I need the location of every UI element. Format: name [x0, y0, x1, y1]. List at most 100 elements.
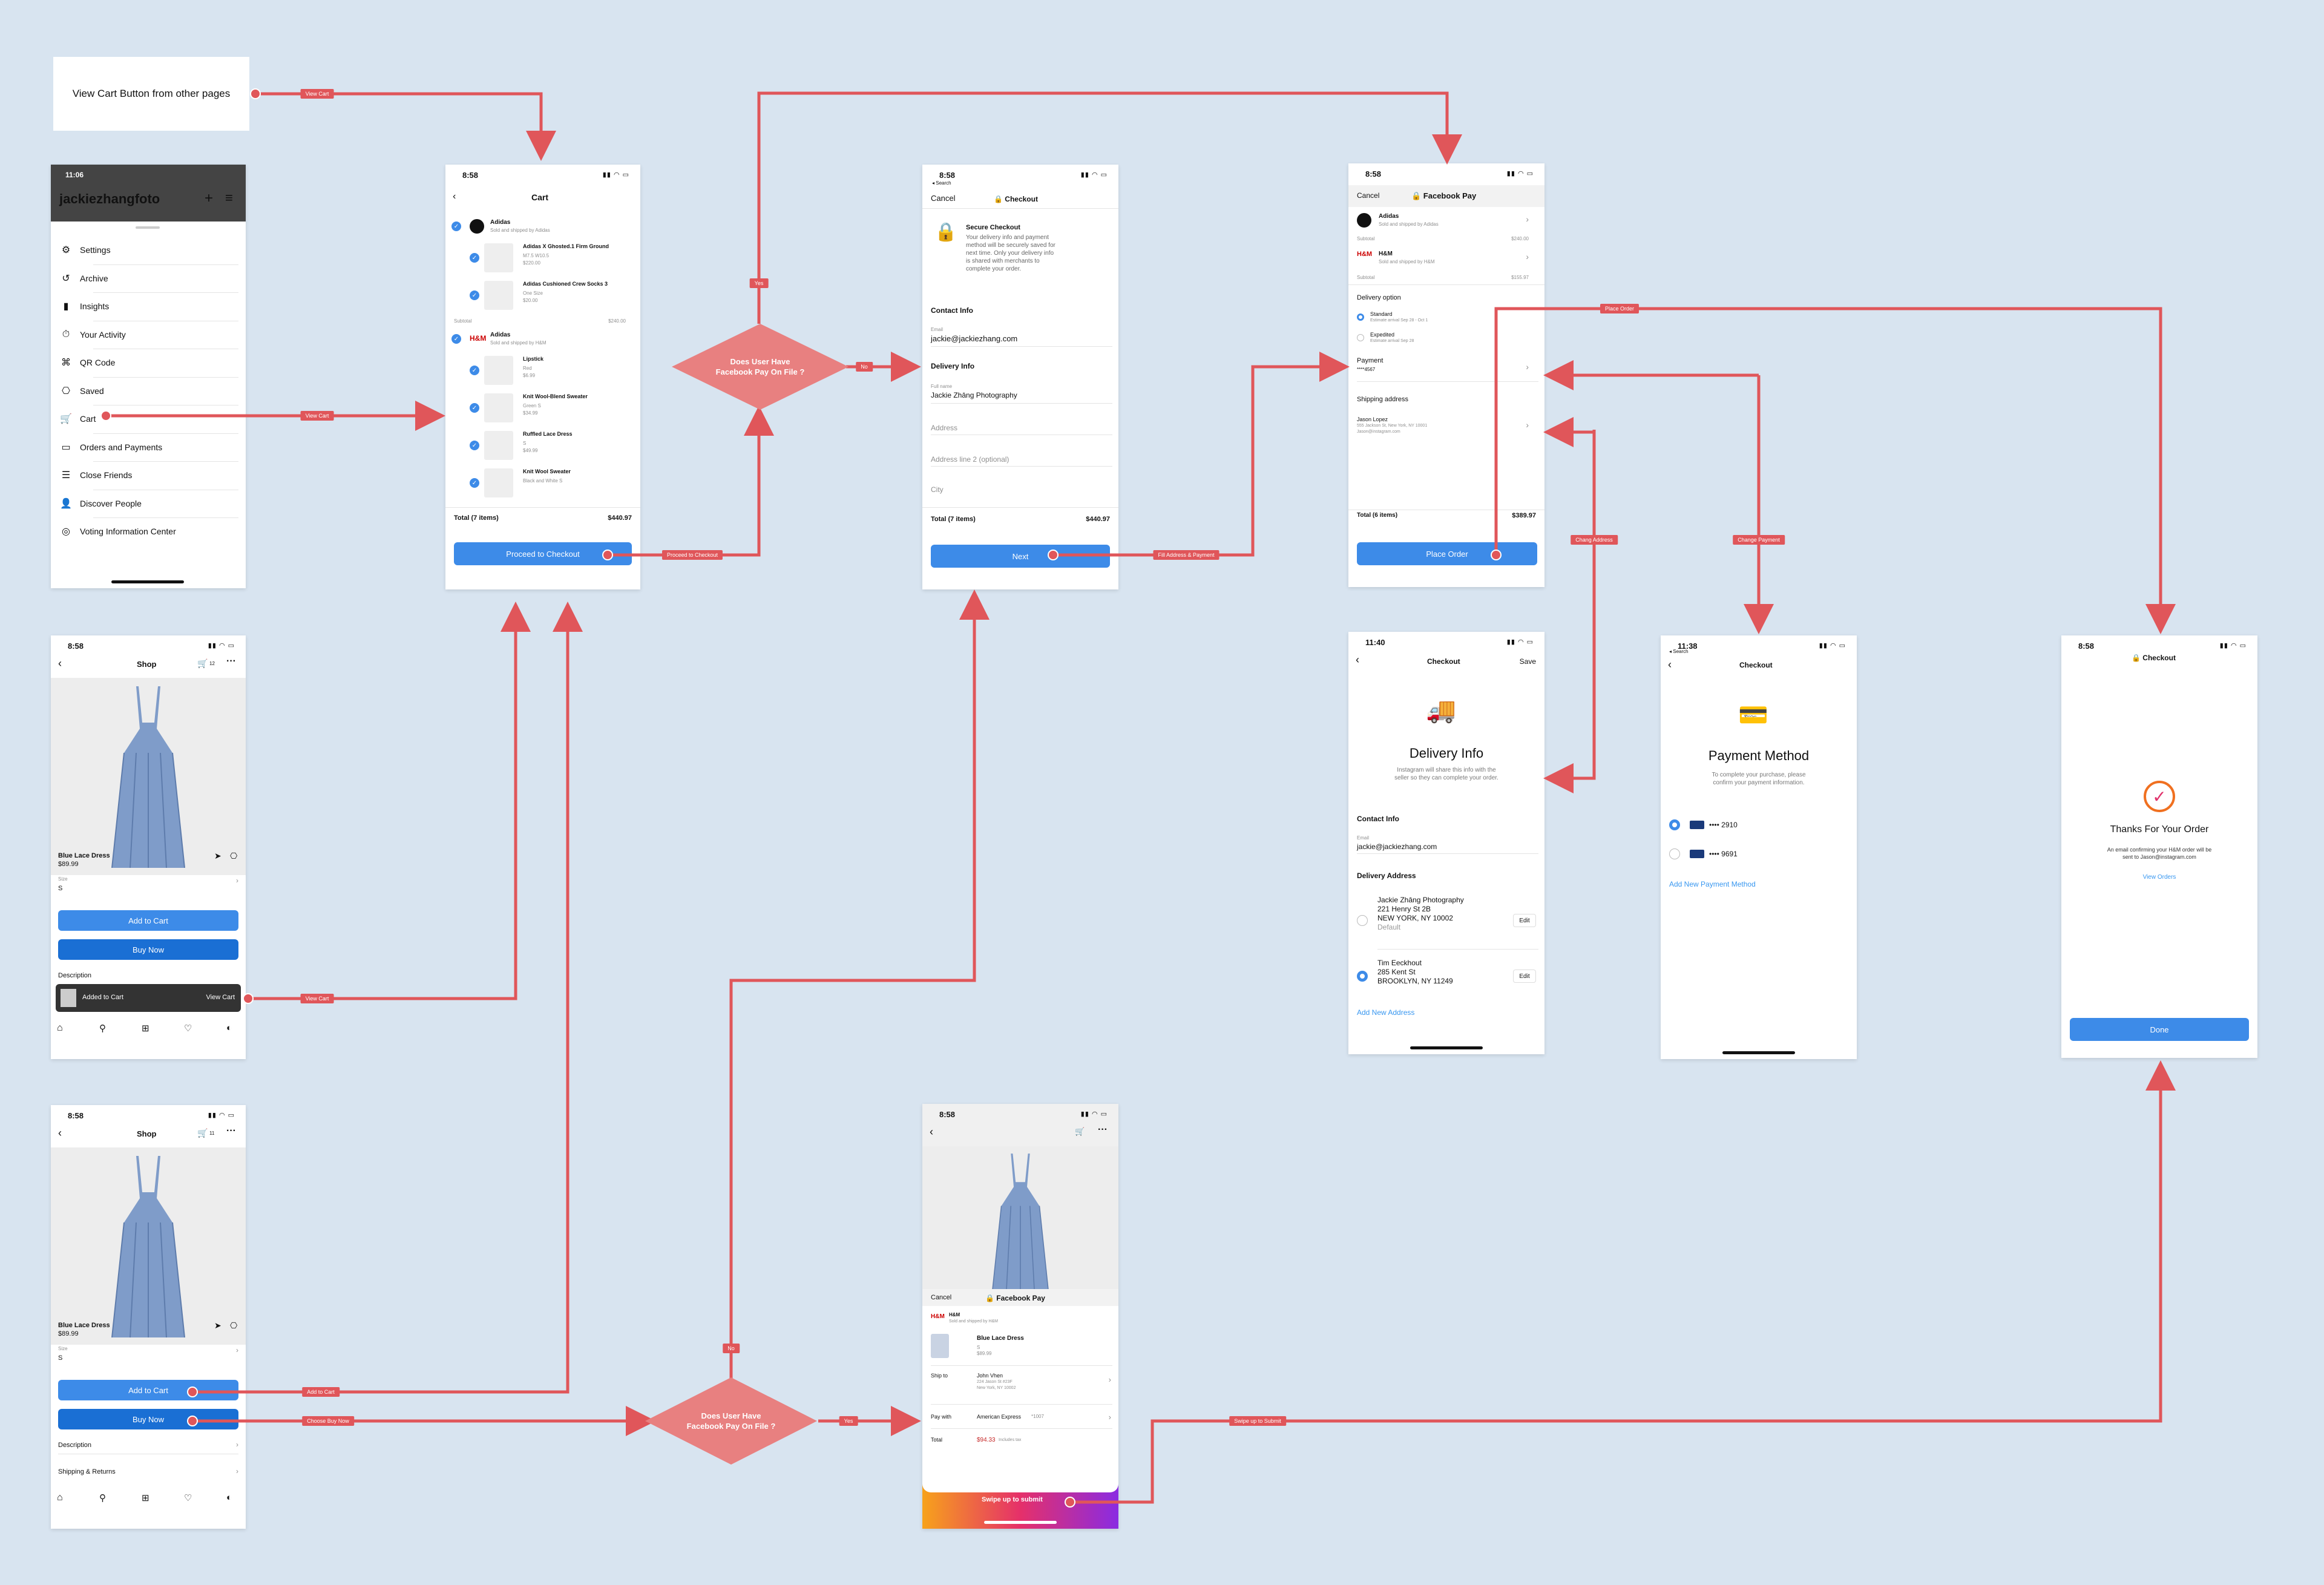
item-checkbox[interactable]: ✓ — [470, 478, 479, 488]
next-button[interactable]: Next — [931, 545, 1110, 568]
description-row[interactable]: Description — [58, 972, 92, 979]
card-radio[interactable] — [1669, 848, 1680, 859]
add-payment-method-link[interactable]: Add New Payment Method — [1669, 880, 1756, 888]
cart-icon[interactable]: 🛒 — [197, 658, 208, 668]
place-order-button[interactable]: Place Order — [1357, 542, 1537, 565]
add-to-cart-button[interactable]: Add to Cart — [58, 910, 238, 931]
address2-field[interactable]: Address line 2 (optional) — [931, 455, 1009, 464]
share-icon[interactable]: ➤ — [214, 1321, 222, 1330]
back-icon[interactable]: ‹ — [58, 1127, 62, 1139]
menu-item[interactable]: 👤Discover People — [58, 490, 240, 517]
item-checkbox[interactable]: ✓ — [470, 441, 479, 450]
address-field[interactable]: Address — [931, 424, 958, 432]
share-icon[interactable]: ➤ — [214, 851, 222, 861]
seller-checkbox[interactable]: ✓ — [451, 222, 461, 231]
city-field[interactable]: City — [931, 485, 944, 494]
seller-checkbox[interactable]: ✓ — [451, 334, 461, 344]
swipe-up-label[interactable]: Swipe up to submit — [982, 1496, 1043, 1503]
more-icon[interactable]: ··· — [1098, 1124, 1108, 1135]
bookmark-icon[interactable]: ⎔ — [230, 851, 238, 861]
cancel-link[interactable]: Cancel — [931, 1294, 952, 1301]
add-post-icon[interactable]: ⊞ — [142, 1493, 149, 1503]
item-checkbox[interactable]: ✓ — [470, 403, 479, 413]
more-icon[interactable]: ··· — [226, 656, 236, 666]
profile-icon[interactable]: ◐ — [226, 1023, 232, 1033]
profile-icon[interactable]: ◐ — [226, 1492, 232, 1503]
heart-icon[interactable]: ♡ — [184, 1493, 192, 1503]
chevron-right-icon[interactable]: › — [1526, 252, 1529, 261]
chevron-right-icon[interactable]: › — [1526, 420, 1529, 430]
description-row[interactable]: Description — [58, 1442, 92, 1449]
menu-item[interactable]: 🛒Cart — [58, 405, 240, 433]
cart-icon[interactable]: 🛒 — [1075, 1127, 1085, 1136]
back-icon[interactable]: ‹ — [58, 657, 62, 669]
status-search[interactable]: ◂ Search — [932, 180, 951, 186]
add-post-icon[interactable]: ⊞ — [142, 1023, 149, 1034]
menu-item[interactable]: ▮Insights — [58, 292, 240, 320]
save-button[interactable]: Save — [1519, 657, 1536, 666]
card-radio-selected[interactable] — [1669, 819, 1680, 830]
edit-button[interactable]: Edit — [1513, 914, 1536, 927]
email-field[interactable]: jackie@jackiezhang.com — [1357, 842, 1437, 851]
chevron-right-icon[interactable]: › — [236, 1346, 238, 1354]
chevron-right-icon[interactable]: › — [1526, 214, 1529, 224]
item-checkbox[interactable]: ✓ — [470, 290, 479, 300]
back-icon[interactable]: ‹ — [453, 191, 456, 202]
back-icon[interactable]: ‹ — [1668, 658, 1672, 671]
status-search[interactable]: ◂ Search — [1669, 649, 1689, 654]
back-icon[interactable]: ‹ — [1356, 654, 1359, 666]
chevron-right-icon[interactable]: › — [236, 876, 238, 885]
username-label[interactable]: jackiezhangfoto — [59, 191, 160, 206]
heart-icon[interactable]: ♡ — [184, 1023, 192, 1034]
chevron-right-icon[interactable]: › — [1526, 362, 1529, 372]
status-icons: ▮▮ ◠ ▭ — [1080, 171, 1108, 179]
cart-icon[interactable]: 🛒 — [197, 1128, 208, 1138]
chevron-right-icon[interactable]: › — [1108, 1375, 1111, 1384]
cancel-link[interactable]: Cancel — [1357, 191, 1380, 200]
chevron-right-icon[interactable]: › — [236, 1467, 238, 1475]
home-icon[interactable]: ⌂ — [57, 1492, 63, 1503]
fullname-field[interactable]: Jackie Zhāng Photography — [931, 391, 1017, 399]
buy-now-button[interactable]: Buy Now — [58, 1409, 238, 1429]
menu-item[interactable]: ⚙Settings — [58, 236, 240, 264]
menu-item[interactable]: ☰Close Friends — [58, 461, 240, 489]
edit-button[interactable]: Edit — [1513, 970, 1536, 983]
address-radio[interactable] — [1357, 915, 1368, 926]
view-cart-link[interactable]: View Cart — [206, 994, 235, 1001]
shipping-returns-row[interactable]: Shipping & Returns — [58, 1468, 116, 1475]
search-icon[interactable]: ⚲ — [99, 1493, 106, 1503]
menu-item[interactable]: ↺Archive — [58, 264, 240, 292]
hamburger-icon[interactable]: ≡ — [225, 190, 233, 205]
chevron-right-icon[interactable]: › — [236, 1440, 238, 1449]
home-icon[interactable]: ⌂ — [57, 1023, 63, 1033]
plus-icon[interactable]: + — [205, 190, 214, 206]
back-icon[interactable]: ‹ — [930, 1126, 933, 1138]
chevron-right-icon[interactable]: › — [1108, 1413, 1111, 1422]
size-value[interactable]: S — [58, 1354, 63, 1362]
menu-item[interactable]: ⏱Your Activity — [58, 321, 240, 349]
cancel-link[interactable]: Cancel — [931, 194, 956, 203]
more-icon[interactable]: ··· — [226, 1126, 236, 1136]
done-button[interactable]: Done — [2070, 1018, 2249, 1041]
payment-value[interactable]: ****4567 — [1357, 367, 1376, 372]
add-new-address-link[interactable]: Add New Address — [1357, 1008, 1415, 1017]
menu-item[interactable]: ⌘QR Code — [58, 349, 240, 376]
email-field[interactable]: jackie@jackiezhang.com — [931, 334, 1018, 343]
size-value[interactable]: S — [58, 885, 63, 892]
menu-item[interactable]: ▭Orders and Payments — [58, 433, 240, 461]
search-icon[interactable]: ⚲ — [99, 1023, 106, 1034]
radio-expedited[interactable] — [1357, 334, 1364, 341]
item-checkbox[interactable]: ✓ — [470, 253, 479, 263]
add-to-cart-button[interactable]: Add to Cart — [58, 1380, 238, 1400]
radio-standard[interactable] — [1357, 313, 1364, 321]
buy-now-button[interactable]: Buy Now — [58, 939, 238, 960]
delivery-address-heading: Delivery Address — [1357, 871, 1416, 880]
menu-item[interactable]: ◎Voting Information Center — [58, 517, 240, 545]
menu-item[interactable]: ⎔Saved — [58, 377, 240, 405]
bookmark-icon[interactable]: ⎔ — [230, 1321, 238, 1330]
connector-dot — [250, 88, 261, 99]
pay-with-value[interactable]: American Express — [977, 1414, 1022, 1420]
item-checkbox[interactable]: ✓ — [470, 366, 479, 375]
view-orders-link[interactable]: View Orders — [2142, 874, 2176, 881]
address-radio-selected[interactable] — [1357, 971, 1368, 982]
